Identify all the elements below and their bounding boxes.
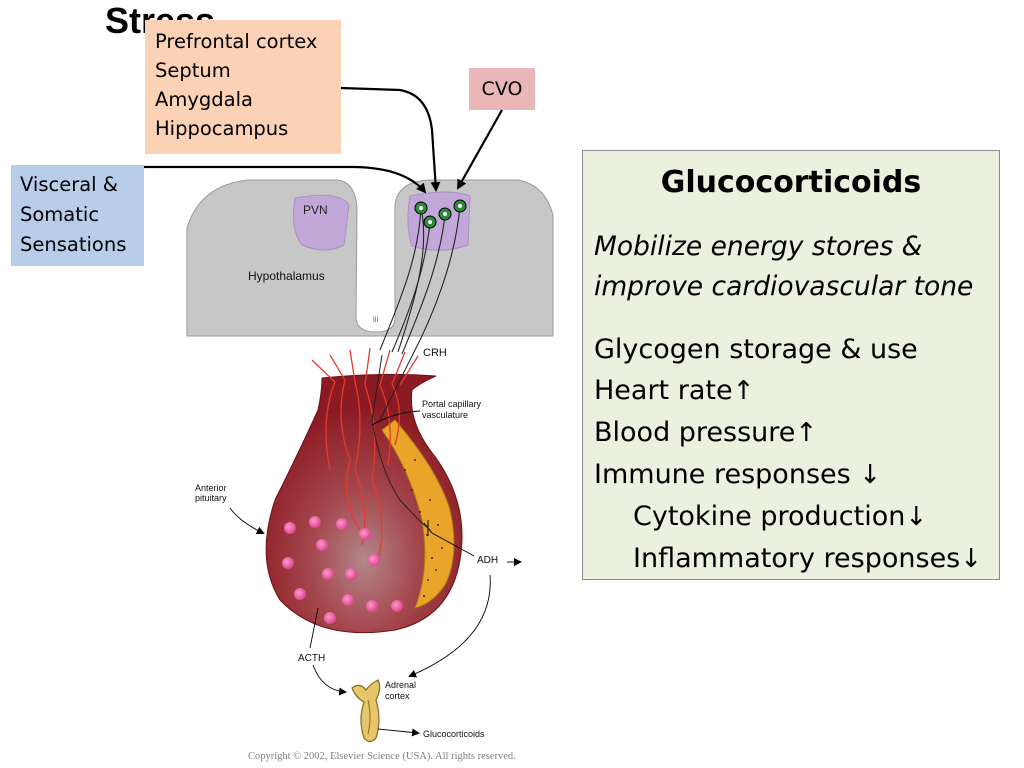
effect-label: Heart rate [594,375,733,406]
arrow-brain-to-pvn [340,86,441,192]
visceral-label: Visceral & [20,173,118,196]
posterior-pituitary [381,419,455,609]
neuron-cell-bodies [414,199,467,229]
adrenal-inner [367,699,371,735]
hypothalamus-label: Hypothalamus [248,269,325,283]
effect-label: Immune responses [594,459,860,490]
pvn-label: PVN [303,203,328,217]
effect-item: Cytokine production↓ [594,496,999,538]
brain-regions-box: Prefrontal cortex Septum Amygdala Hippoc… [145,20,341,154]
visceral-label: Sensations [20,233,127,256]
adh-leader [431,532,475,557]
crh-label: CRH [423,347,447,359]
effect-item: Blood pressure↑ [594,412,999,454]
copyright-notice: Copyright © 2002, Elsevier Science (USA)… [248,751,516,762]
subtitle-line: Mobilize energy stores & [594,231,923,262]
visceral-sensations-box: Visceral & Somatic Sensations [11,165,144,266]
crh-neurons [379,205,461,357]
adrenal-label: Adrenal cortex [385,680,419,701]
brain-region-label: Prefrontal cortex [155,30,318,53]
acth-arrow [312,664,347,696]
posterior-dots [404,459,443,597]
hypothalamus-shape [186,179,554,337]
cvo-label: CVO [481,78,523,100]
glucocorticoids-arrow [377,728,420,737]
axon-terminal [423,520,433,536]
adh-to-adrenal-arrow [408,574,491,678]
brain-region-label: Septum [155,59,231,82]
cvo-box: CVO [469,68,535,110]
acth-cells [282,516,403,624]
effect-label: Glycogen storage & use [594,334,918,365]
effect-item: Immune responses ↓ [594,454,999,496]
glucocorticoids-panel: Glucocorticoids Mobilize energy stores &… [582,150,1000,580]
pvn-left [293,194,350,251]
glucocorticoids-out-label: Glucocorticoids [423,729,485,739]
effect-item: Heart rate↑ [594,370,999,412]
adh-label: ADH [477,555,498,566]
effect-item: Inflammatory responses↓ [594,538,999,580]
down-arrow-icon: ↓ [859,460,882,490]
portal-label: Portal capillary vasculature [422,399,484,420]
brain-region-label: Hippocampus [155,117,289,140]
anterior-pituitary-label: Anterior pituitary [195,483,229,503]
up-arrow-icon: ↑ [732,376,755,406]
brain-region-label: Amygdala [155,88,253,111]
portal-leader [371,410,421,426]
effect-label: Blood pressure [594,417,796,448]
effect-label: Cytokine production [633,501,906,532]
effects-list: Glycogen storage & use Heart rate↑ Blood… [594,329,999,580]
visceral-label: Somatic [20,203,100,226]
glucocorticoids-subtitle: Mobilize energy stores & improve cardiov… [594,227,994,307]
acth-label: ACTH [298,653,325,664]
effect-label: Inflammatory responses [633,543,961,574]
axon-tracts [371,354,431,531]
down-arrow-icon: ↓ [960,544,983,574]
portal-vessels [311,347,419,561]
effect-item: Glycogen storage & use [594,329,999,370]
anterior-pituitary-arrow [229,507,265,535]
down-arrow-icon: ↓ [905,502,928,532]
adrenal-gland [351,679,381,743]
subtitle-line: improve cardiovascular tone [594,271,974,302]
acth-line [309,607,319,649]
glucocorticoids-title: Glucocorticoids [660,165,922,200]
arrow-visceral-to-pvn [144,165,427,194]
up-arrow-icon: ↑ [795,418,818,448]
arrow-cvo-to-pvn [457,109,503,190]
third-ventricle-label: iii [373,315,379,324]
